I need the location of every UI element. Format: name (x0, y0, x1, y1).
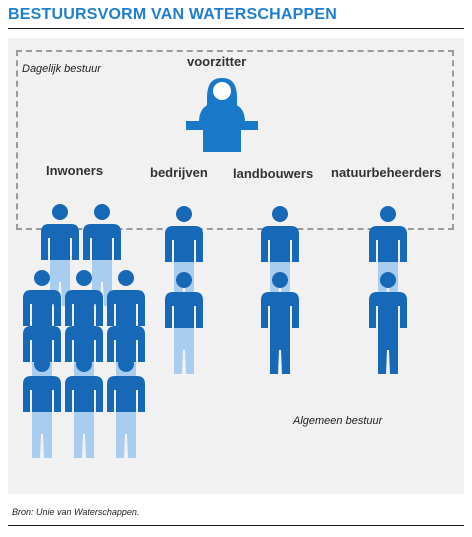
daily-board-box (16, 50, 454, 230)
person-icon (23, 356, 61, 458)
group-label-landbouwers: landbouwers (233, 166, 314, 181)
person-icon (369, 272, 407, 374)
person-icon (165, 272, 203, 374)
footer-rule (8, 525, 464, 526)
page-title: BESTUURSVORM VAN WATERSCHAPPEN (8, 6, 337, 23)
person-icon (65, 356, 103, 458)
person-icon (41, 204, 79, 306)
chair-label: voorzitter (187, 54, 247, 69)
general-board-label: Algemeen bestuur (293, 415, 383, 427)
daily-board-label: Dagelijk bestuur (22, 63, 101, 75)
source-note: Bron: Unie van Waterschappen. (12, 507, 140, 517)
group-label-bedrijven: bedrijven (150, 165, 208, 180)
group-label-natuurbeheerders: natuurbeheerders (331, 165, 442, 180)
title-rule (8, 28, 464, 29)
group-label-inwoners: Inwoners (46, 163, 104, 178)
chair-person-icon (186, 78, 258, 152)
person-icon (261, 272, 299, 374)
person-icon (107, 356, 145, 458)
